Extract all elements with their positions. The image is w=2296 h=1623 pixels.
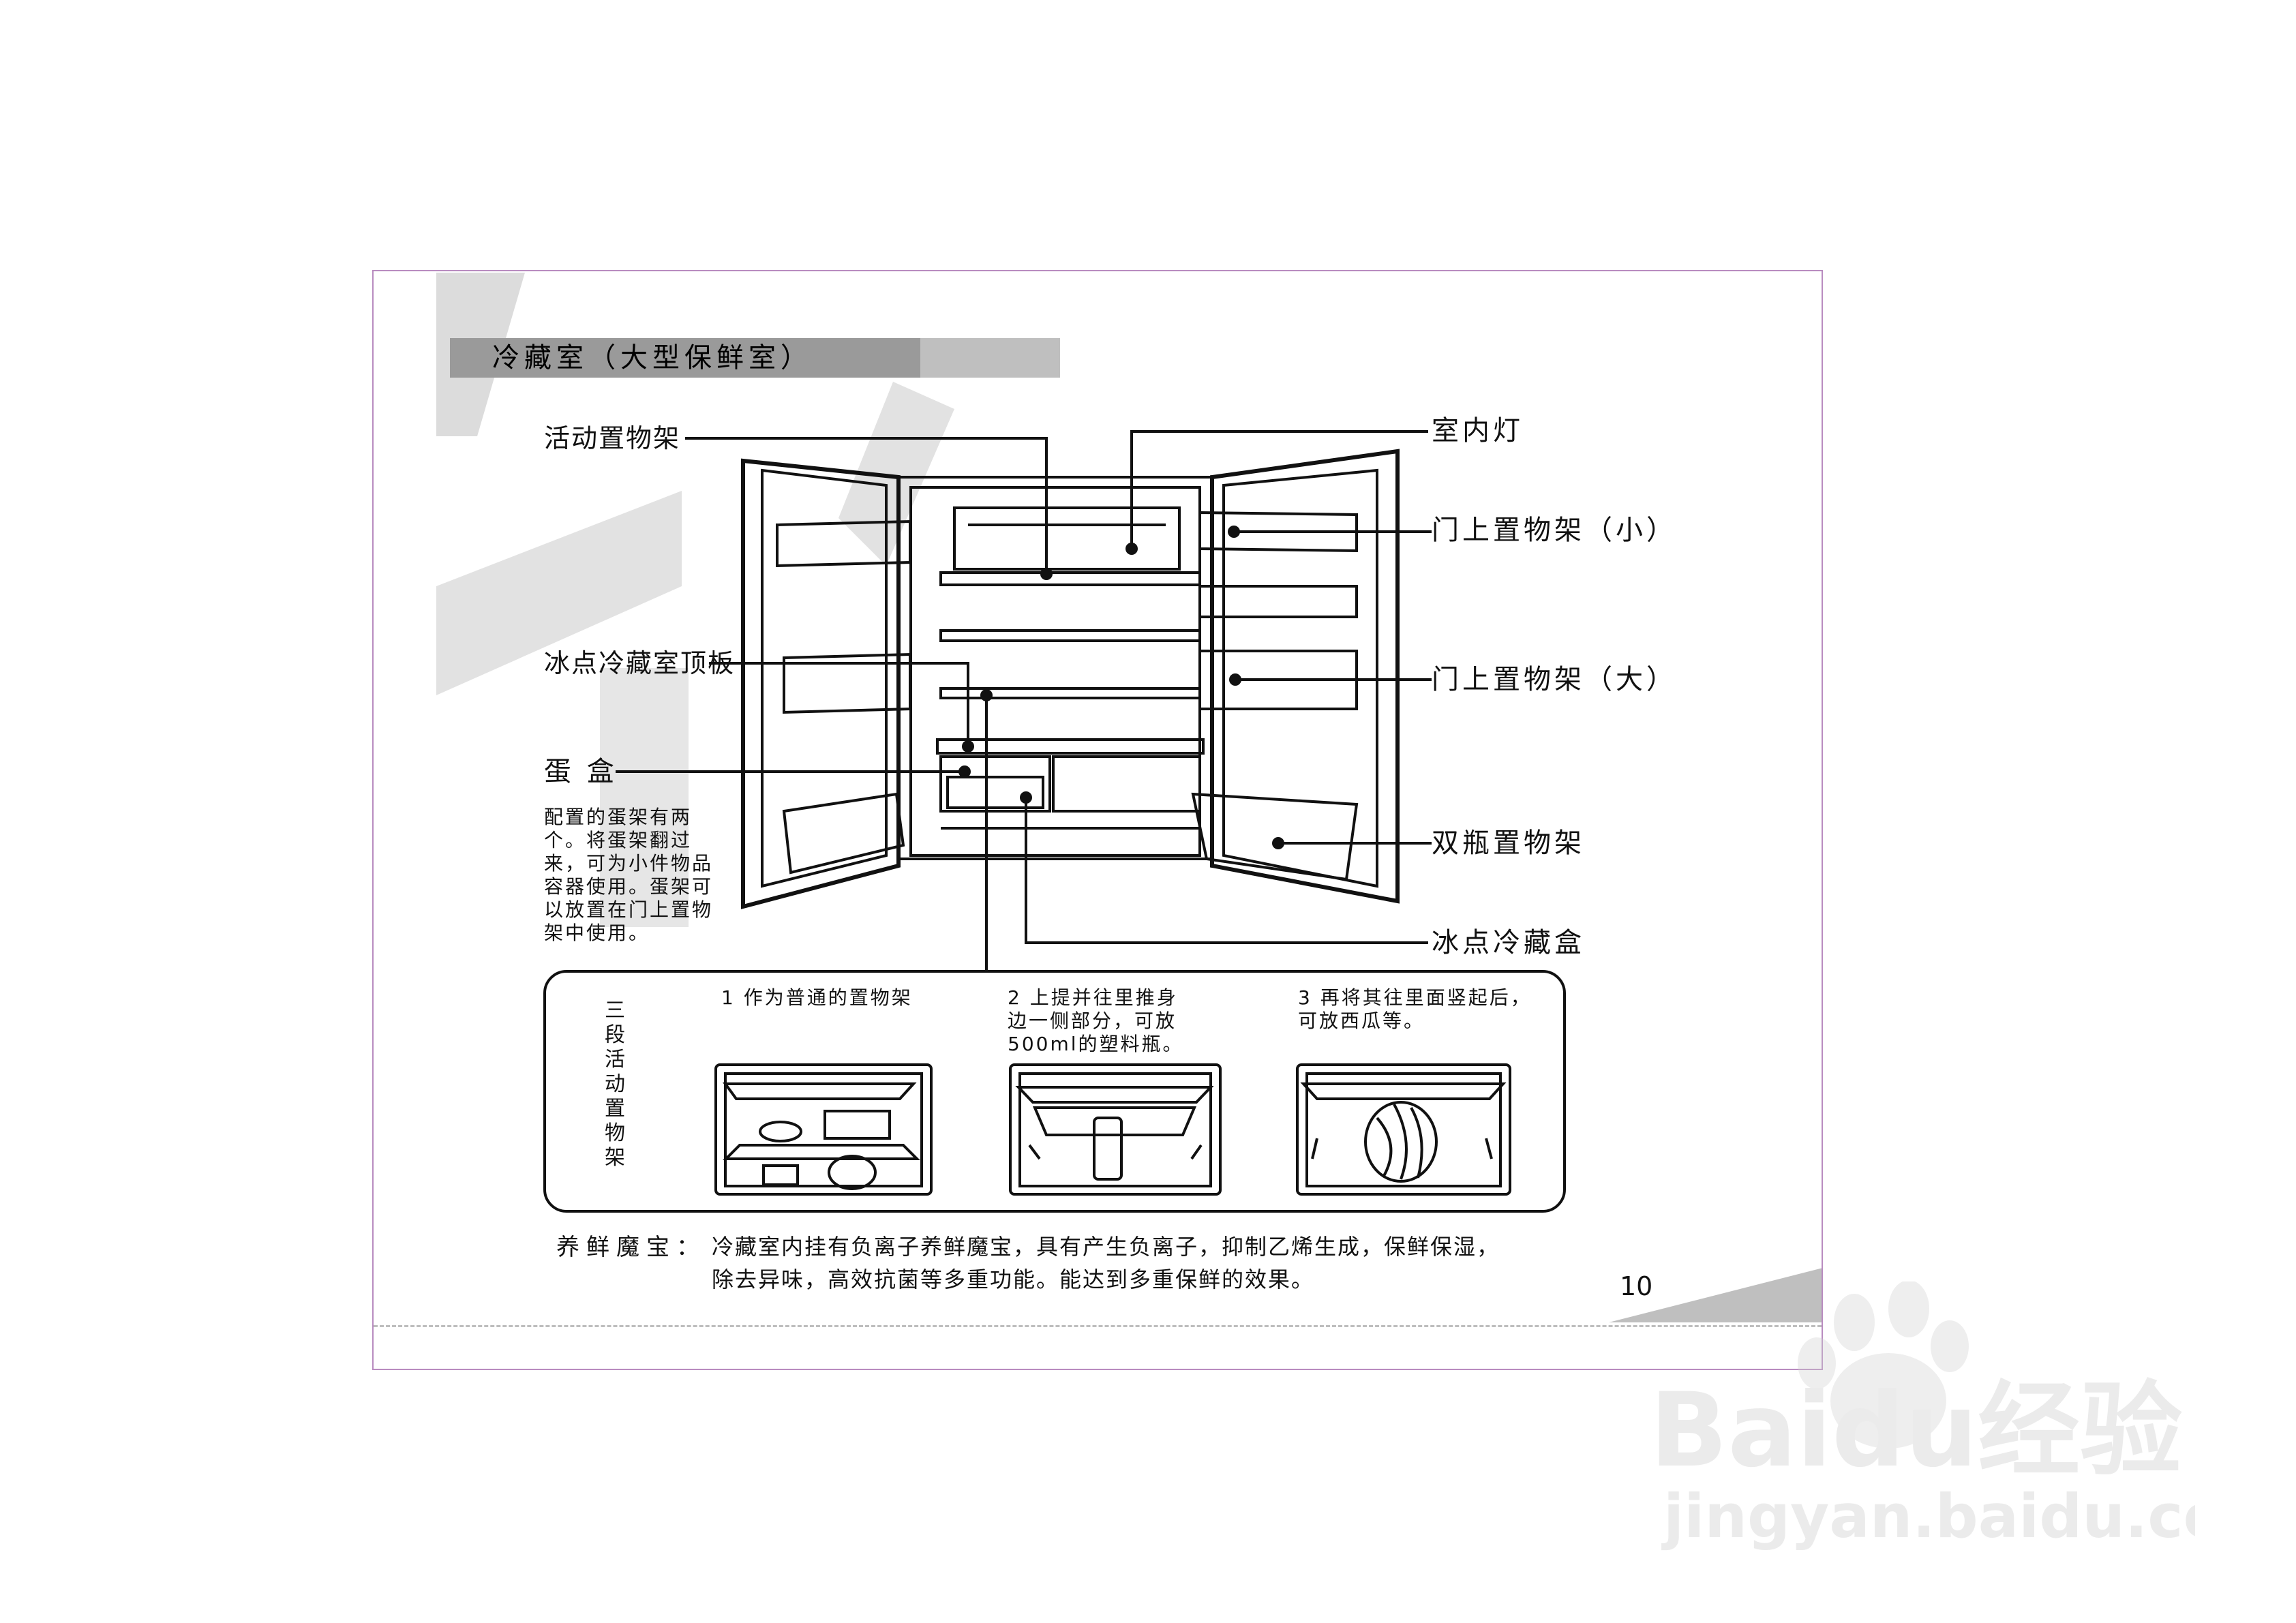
- footer-dashed-line: [374, 1325, 1822, 1327]
- three-step-panel: [543, 970, 1566, 1213]
- label-egg-box: 蛋 盒: [544, 756, 618, 787]
- freshness-text: 冷藏室内挂有负离子养鲜魔宝，具有产生负离子，抑制乙烯生成，保鲜保湿，除去异味，高…: [712, 1234, 1500, 1292]
- paw-pad-1: [1834, 1294, 1875, 1351]
- label-door-shelf-large: 门上置物架（大）: [1432, 664, 1677, 695]
- paw-pad-3: [1931, 1320, 1969, 1372]
- step-3-text: 3 再将其往里面竖起后， 可放西瓜等。: [1298, 986, 1532, 1032]
- step-1-text: 1 作为普通的置物架: [721, 986, 913, 1009]
- egg-box-note: 配置的蛋架有两个。将蛋架翻过来，可为小件物品容器使用。蛋架可以放置在门上置物架中…: [544, 806, 714, 944]
- label-door-shelf-small: 门上置物架（小）: [1432, 515, 1677, 546]
- label-interior-light: 室内灯: [1432, 415, 1524, 446]
- label-chiller-box: 冰点冷藏盒: [1432, 927, 1585, 958]
- label-double-bottle-shelf: 双瓶置物架: [1432, 828, 1585, 859]
- page-frame: [372, 270, 1823, 1370]
- three-step-title: 三段活动置物架: [605, 999, 625, 1170]
- freshness-title: 养鲜魔宝：: [556, 1234, 706, 1261]
- watermark-brand: Baidu经验: [1650, 1371, 2182, 1490]
- page-number: 10: [1620, 1271, 1653, 1301]
- watermark-url: jingyan.baidu.com: [1661, 1481, 2195, 1551]
- paw-pad-2: [1888, 1281, 1929, 1337]
- title-bar-dark: [450, 338, 920, 378]
- section-title: 冷藏室（大型保鲜室）: [492, 342, 813, 374]
- paw-pad-4: [1798, 1337, 1836, 1389]
- paw-main: [1830, 1353, 1946, 1448]
- baidu-watermark: Baidu经验 jingyan.baidu.com: [1650, 1281, 2195, 1551]
- step-2-text: 2 上提并往里推身 边一侧部分，可放 500ml的塑料瓶。: [1008, 986, 1184, 1055]
- label-movable-shelf: 活动置物架: [544, 423, 681, 453]
- label-chiller-top-plate: 冰点冷藏室顶板: [544, 648, 736, 678]
